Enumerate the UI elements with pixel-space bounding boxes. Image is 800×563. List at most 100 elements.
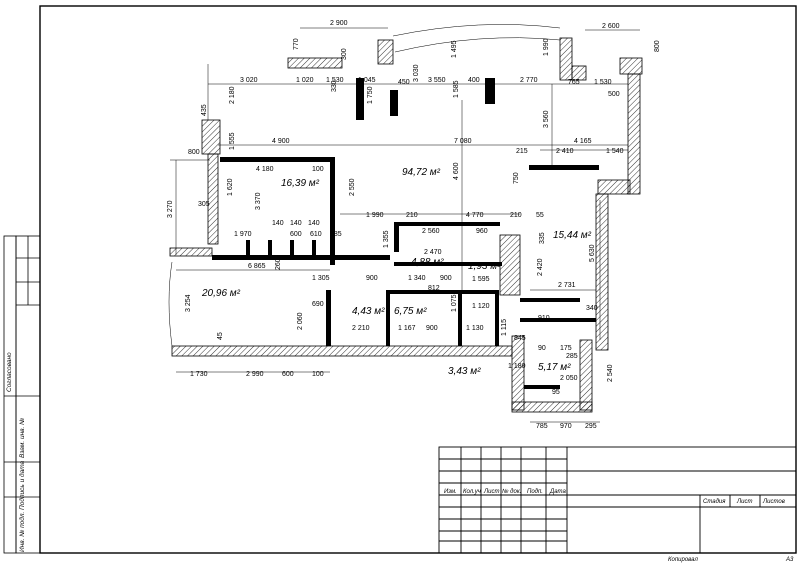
dim-label: 100: [312, 166, 324, 173]
dim-label: 2 540: [607, 364, 614, 382]
dim-label: 3 030: [413, 64, 420, 82]
dim-label: 910: [538, 315, 550, 322]
dim-label: 970: [560, 423, 572, 430]
dim-label: 1 990: [543, 38, 550, 56]
dim-label: 1 530: [594, 79, 612, 86]
area-5: 4,88 м²: [411, 257, 444, 268]
dim-label: 6 865: [248, 263, 266, 270]
dim-label: 1 020: [296, 77, 314, 84]
dim-label: 900: [440, 275, 452, 282]
tb-izm: Изм.: [444, 489, 457, 495]
dim-label: 215: [516, 148, 528, 155]
dim-label: 4 180: [256, 166, 274, 173]
dim-label: 845: [514, 335, 526, 342]
dim-label: 1 115: [501, 319, 508, 336]
dim-label: 3 254: [185, 294, 192, 312]
footer-copied: Копировал: [668, 557, 698, 563]
dimension-labels: 2 900 2 600 800 770 300 1 495 1 990 3 02…: [167, 20, 661, 430]
dimension-lines: [168, 24, 640, 423]
dim-label: 4 600: [453, 162, 460, 180]
area-9: 3,43 м²: [448, 366, 481, 377]
dim-label: 1 180: [508, 363, 526, 370]
dim-label: 2 410: [556, 148, 574, 155]
dim-label: 5 630: [589, 244, 596, 262]
dim-label: 960: [476, 228, 488, 235]
area-7: 4,43 м²: [352, 306, 385, 317]
tb-stadiya: Стадия: [703, 499, 726, 505]
dim-label: 285: [566, 353, 578, 360]
dim-label: 1 540: [606, 148, 624, 155]
dim-label: 1 340: [408, 275, 426, 282]
area-main: 94,72 м²: [402, 167, 441, 178]
dim-label: 55: [536, 212, 544, 219]
dim-label: 900: [366, 275, 378, 282]
dim-label: 2 180: [229, 86, 236, 104]
tb-ndok: № док.: [502, 488, 521, 495]
dim-label: 800: [654, 40, 661, 52]
side-stamp: [3, 235, 41, 554]
area-10: 5,17 м²: [538, 362, 571, 373]
dim-label: 1 730: [190, 371, 208, 378]
dim-label: 2 420: [537, 258, 544, 276]
dim-label: 175: [560, 345, 572, 352]
dim-label: 300: [341, 48, 348, 60]
dim-label: 610: [310, 231, 322, 238]
dim-label: 4 165: [574, 138, 592, 145]
dim-label: 295: [585, 423, 597, 430]
dim-label: 900: [426, 325, 438, 332]
dim-label: 500: [608, 91, 620, 98]
dim-label: 1 585: [453, 80, 460, 98]
area-8: 6,75 м²: [394, 306, 427, 317]
dim-label: 3 370: [255, 192, 262, 210]
dim-label: 1 305: [312, 275, 330, 282]
stamp-podpis: Подпись и дата: [18, 460, 26, 510]
dim-label: 1 750: [367, 86, 374, 104]
area-4: 20,96 м²: [201, 288, 241, 299]
dim-label: 2 600: [602, 23, 620, 30]
dim-label: 95: [552, 389, 560, 396]
tb-data: Дата: [549, 489, 566, 495]
dim-label: 45: [217, 332, 224, 340]
dim-label: 2 990: [246, 371, 264, 378]
dim-label: 1 130: [466, 325, 484, 332]
floor-plan: [168, 24, 643, 423]
tb-listov: Листов: [762, 499, 785, 505]
dim-label: 4 900: [272, 138, 290, 145]
dim-label: 3 560: [543, 110, 550, 128]
dim-label: 400: [468, 77, 480, 84]
dim-label: 1 970: [234, 231, 252, 238]
dim-label: 690: [312, 301, 324, 308]
dim-label: 800: [188, 149, 200, 156]
dim-label: 1 990: [366, 212, 384, 219]
dim-label: 1 120: [472, 303, 490, 310]
dim-label: 210: [406, 212, 418, 219]
dim-label: 2 770: [520, 77, 538, 84]
dim-label: 1 045: [358, 77, 376, 84]
dim-label: 305: [198, 201, 210, 208]
dim-label: 2 550: [349, 178, 356, 196]
dim-label: 1 595: [472, 276, 490, 283]
dim-label: 3 270: [167, 200, 174, 218]
dim-label: 3 550: [428, 77, 446, 84]
dim-label: 140: [290, 220, 302, 227]
dim-label: 812: [428, 285, 440, 292]
dim-label: 210: [510, 212, 522, 219]
stamp-vzam: Взам. инв. №: [19, 418, 26, 458]
dim-label: 100: [312, 371, 324, 378]
exterior-walls: [169, 37, 643, 413]
dim-label: 3 020: [240, 77, 258, 84]
footer-format: A3: [785, 557, 794, 563]
dim-label: 335: [539, 232, 546, 244]
dim-label: 750: [513, 172, 520, 184]
dim-label: 2 470: [424, 249, 442, 256]
dim-label: 600: [290, 231, 302, 238]
solid-walls: [212, 78, 599, 389]
dim-label: 600: [282, 371, 294, 378]
dim-label: 1 355: [383, 230, 390, 248]
dim-label: 90: [538, 345, 546, 352]
stamp-inv: Инв. № подл.: [18, 511, 26, 552]
dim-label: 2 900: [330, 20, 348, 27]
stamp-soglasovano: Согласовано: [6, 352, 13, 392]
dim-label: 2 210: [352, 325, 370, 332]
